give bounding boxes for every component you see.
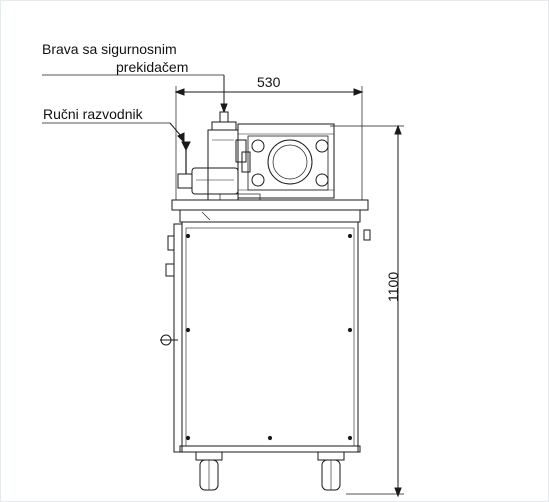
- caster-wheels: [195, 451, 345, 491]
- lock-switch-label-line1: Brava sa sigurnosnim: [42, 41, 177, 57]
- height-dimension-value: 1100: [385, 271, 401, 302]
- lock-switch-label-line2: prekidačem: [116, 59, 189, 75]
- width-dimension-value: 530: [257, 74, 281, 90]
- leader-lines: [42, 74, 228, 144]
- manual-valve-label: Ručni razvodnik: [43, 106, 143, 122]
- cabinet: [160, 199, 371, 453]
- height-dimension-line: [330, 124, 404, 498]
- width-dimension-line: [174, 86, 364, 200]
- power-unit-top: [177, 111, 335, 201]
